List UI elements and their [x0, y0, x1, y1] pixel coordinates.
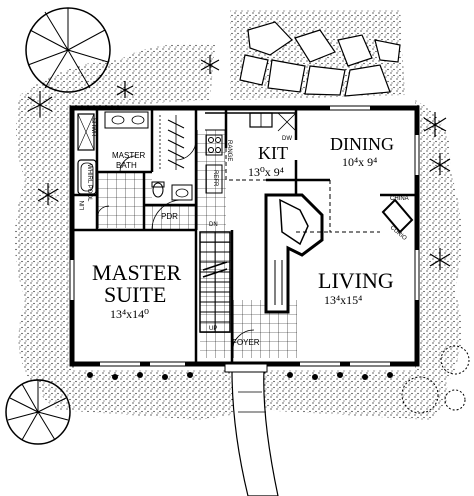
master-suite-label-line1: MASTER: [92, 260, 182, 285]
fireplace: [264, 193, 324, 314]
hedge-front: [87, 372, 393, 380]
master-suite-label-line2: SUITE: [104, 282, 166, 307]
china-label: CHINA: [390, 196, 409, 202]
doors: [96, 139, 255, 353]
kitchen-size: 13⁰x 9⁴: [248, 165, 284, 179]
windows: [70, 106, 419, 366]
tree-top-left: [25, 7, 111, 93]
closet: [159, 115, 185, 170]
living-label: LIVING: [318, 268, 394, 293]
refrigerator-label: REFR: [212, 170, 218, 187]
shower-label: SHWR: [90, 118, 96, 137]
front-porch: [224, 363, 268, 373]
dashed-openings: [225, 148, 380, 233]
dining-label: DINING: [330, 134, 394, 154]
kitchen-counters: [205, 112, 297, 194]
stairs: [199, 231, 231, 333]
powder-room-label: PDR: [161, 212, 178, 221]
small-plants: [27, 55, 451, 270]
kitchen-label: KIT: [258, 143, 288, 163]
stairs-down-label: DN: [209, 222, 218, 228]
whirlpool-label: WHIRL POOL: [86, 164, 92, 202]
linen-label: LIN: [80, 201, 86, 210]
tree-bottom-left: [5, 379, 71, 445]
dining-size: 10⁴x 9⁴: [342, 155, 377, 169]
shrub-right: [401, 345, 470, 414]
range-label: RANGE: [226, 140, 232, 161]
dishwasher-label: DW: [282, 136, 292, 142]
curio-cabinet: [381, 198, 414, 234]
window-frames: [69, 105, 420, 367]
entry-walk: [231, 369, 279, 496]
master-bath-label-line1: MASTER: [112, 151, 146, 160]
master-suite-size: 13⁴x14⁰: [110, 307, 149, 321]
living-size: 13⁴x15⁴: [324, 293, 362, 307]
master-bath-label-line2: BATH: [116, 161, 137, 170]
bath-fixtures: [77, 111, 193, 201]
flagstone-patio: [239, 21, 401, 97]
foyer-label: FOYER: [232, 338, 260, 347]
stairs-up-label: UP: [209, 326, 217, 332]
